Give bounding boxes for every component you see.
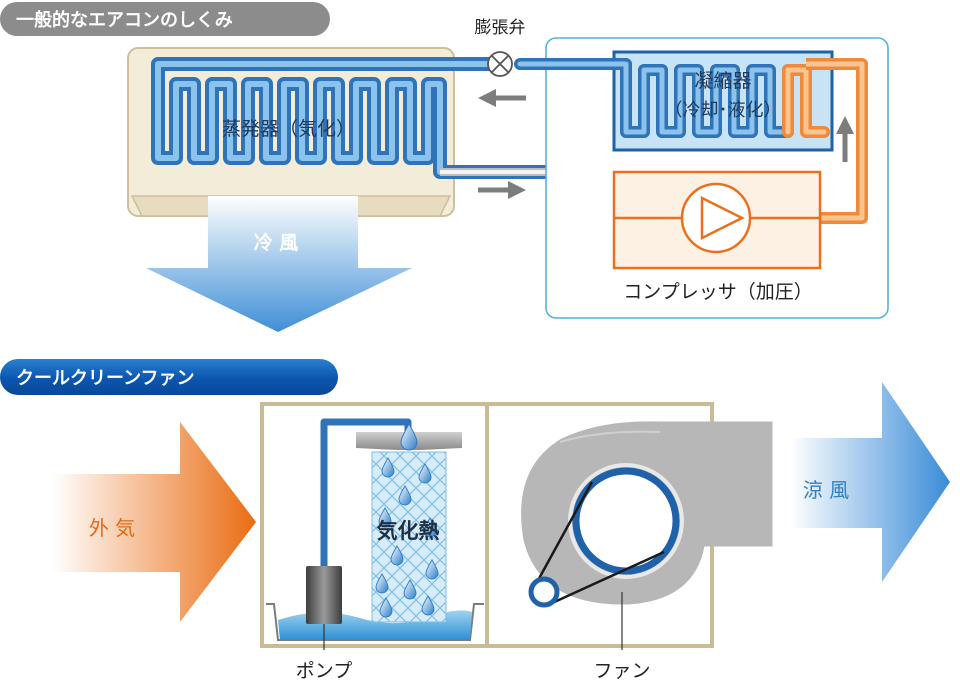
label-condenser-sub: （冷却･液化）	[664, 100, 782, 121]
falling-drop	[400, 422, 418, 451]
title-pill-conventional-ac: 一般的なエアコンのしくみ	[0, 2, 330, 36]
title-pill-cool-clean-fan: クールクリーンファン	[0, 359, 338, 395]
label-cold-air: 冷 風	[253, 232, 299, 254]
label-heat-of-vaporization: 気化熱	[376, 519, 440, 543]
label-evaporator: 蒸発器（気化）	[222, 118, 356, 140]
label-condenser: 凝縮器	[694, 70, 752, 92]
belt-drive	[528, 481, 665, 608]
cool-breeze-arrow	[790, 382, 950, 582]
label-compressor: コンプレッサ（加圧）	[623, 281, 813, 303]
title-conventional-ac: 一般的なエアコンのしくみ	[16, 10, 233, 31]
label-cool-breeze: 涼 風	[802, 478, 850, 502]
expansion-valve-symbol	[487, 51, 513, 77]
outside-air-arrow	[52, 422, 256, 622]
label-expansion-valve: 膨張弁	[474, 18, 526, 38]
label-fan: ファン	[593, 660, 651, 682]
compressor-pump-symbol	[680, 182, 752, 254]
flow-arrow-up	[836, 116, 854, 162]
label-pump: ポンプ	[295, 660, 353, 682]
flow-arrow-right	[478, 181, 526, 199]
water-droplets	[375, 457, 439, 618]
cold-air-arrow	[146, 196, 412, 332]
evaporator-coil	[151, 57, 587, 179]
title-cool-clean-fan: クールクリーンファン	[16, 368, 195, 389]
label-outside-air: 外 気	[88, 516, 136, 540]
fan-wheel	[572, 467, 680, 575]
pump-body	[306, 566, 342, 624]
flow-arrow-left	[478, 89, 526, 107]
